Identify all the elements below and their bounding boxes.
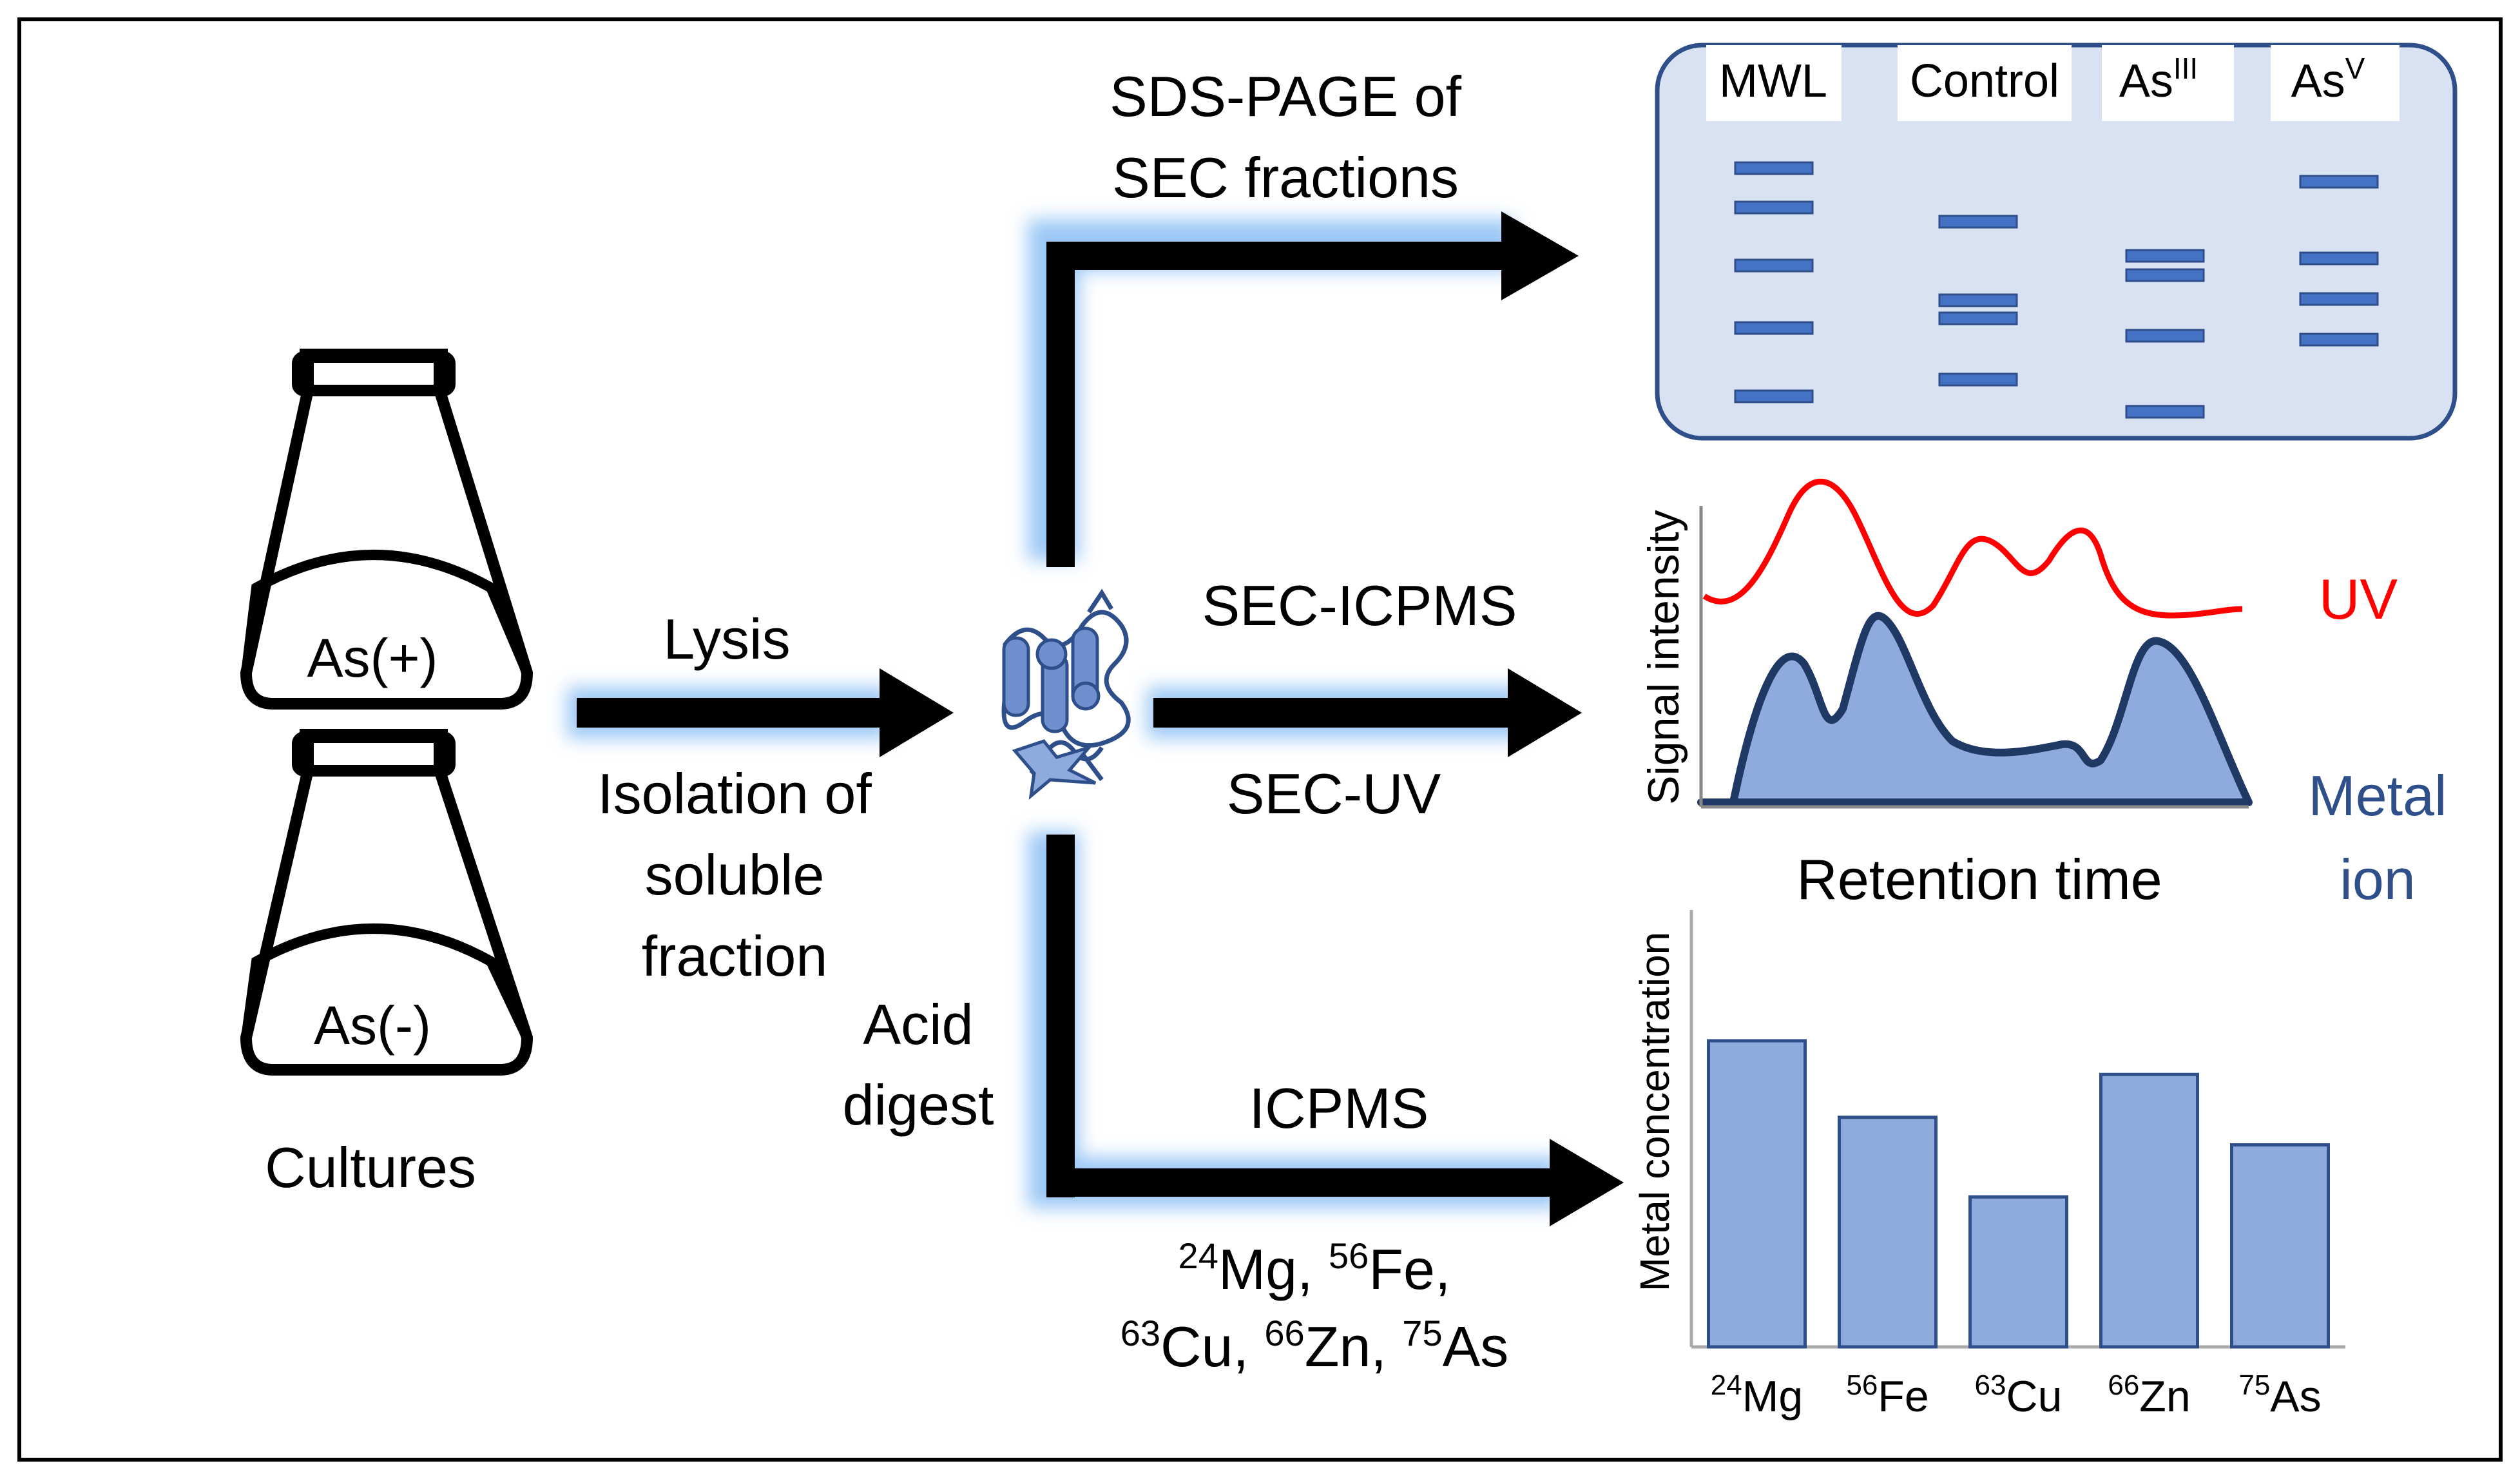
lysis-description-line-2: soluble — [645, 843, 825, 907]
gel-band — [2125, 268, 2205, 282]
arrow-icpms — [1046, 835, 1624, 1226]
gel-band — [2299, 333, 2379, 347]
uv-series-label: UV — [2319, 567, 2398, 631]
isotope-cu-symbol: Cu — [1160, 1315, 1233, 1378]
isotope-fe-symbol: Fe — [1369, 1237, 1435, 1301]
gel-band — [1734, 258, 1814, 273]
lysis-description-line-1: Isolation of — [597, 762, 872, 826]
gel-band — [2299, 251, 2379, 266]
bar-tick-label-cu: 63Cu — [1975, 1369, 2063, 1421]
sec-y-axis-label: Signal intensity — [1639, 510, 1688, 804]
gel-band — [2125, 329, 2205, 343]
gel-band — [1938, 293, 2018, 307]
bar-tick-label-mg: 24Mg — [1711, 1369, 1803, 1421]
lane-label-as-v-sup: V — [2345, 52, 2365, 85]
isotope-as-mass: 75 — [1402, 1313, 1442, 1353]
gel-bands — [1734, 161, 2379, 419]
gel-band — [1734, 161, 1814, 175]
lane-label-control: Control — [1910, 55, 2059, 107]
lane-label-as-v: AsV — [2291, 52, 2365, 107]
bar-fe — [1838, 1116, 1938, 1349]
sds-page-title-line-1: SDS-PAGE of — [1110, 64, 1462, 128]
bar-as — [2230, 1143, 2330, 1349]
sec-icpms-label: SEC-ICPMS — [1202, 574, 1517, 637]
flask-as-plus-label: As(+) — [307, 628, 438, 688]
isotope-line-2: 63Cu, 66Zn, 75As — [1121, 1313, 1509, 1378]
uv-trace — [1702, 478, 2243, 619]
bar-tick-label-fe: 56Fe — [1846, 1369, 1928, 1421]
gel-band — [2299, 175, 2379, 189]
cultures-caption: Cultures — [265, 1136, 476, 1199]
bar-tick-labels: 24Mg 56Fe 63Cu 66Zn 75As — [1711, 1369, 2322, 1421]
isotope-line-1: 24Mg, 56Fe, — [1178, 1235, 1451, 1301]
gel-band — [1938, 215, 2018, 229]
lane-label-as-iii: AsIII — [2119, 52, 2198, 107]
metal-series-label-line-2: ion — [2340, 847, 2415, 911]
arrow-lysis — [577, 668, 954, 757]
bar-mg — [1707, 1039, 1807, 1349]
gel-band — [1938, 372, 2018, 387]
gel-band — [1734, 200, 1814, 215]
flask-as-plus: As(+) — [240, 349, 533, 710]
lysis-description-line-3: fraction — [642, 924, 828, 988]
flask-as-plus-neck — [292, 351, 456, 396]
isotope-zn-symbol: Zn — [1305, 1315, 1371, 1378]
acid-digest-line-2: digest — [843, 1073, 994, 1137]
gel-band — [1734, 389, 1814, 403]
flask-as-minus: As(-) — [240, 729, 533, 1076]
sds-page-gel: MWL Control AsIII AsV — [1655, 43, 2457, 441]
metal-trace — [1697, 612, 2253, 806]
sds-page-title-line-2: SEC fractions — [1112, 146, 1459, 209]
lysis-description: Isolation of soluble fraction — [597, 762, 872, 988]
icpms-bar-chart: Metal concentration 24Mg 56Fe 63Cu 66Zn 75As — [1631, 910, 2345, 1421]
gel-band — [2125, 405, 2205, 419]
lane-label-as-iii-sup: III — [2173, 52, 2198, 85]
gel-band — [1938, 311, 2018, 325]
isotope-as-symbol: As — [1443, 1315, 1509, 1378]
acid-digest-line-1: Acid — [863, 992, 973, 1056]
bar-tick-label-zn: 66Zn — [2108, 1369, 2190, 1421]
isotope-cu-mass: 63 — [1121, 1313, 1160, 1353]
bar-cu — [1968, 1195, 2068, 1349]
bar-tick-label-as: 75As — [2238, 1369, 2321, 1421]
isotope-mg-symbol: Mg — [1218, 1237, 1297, 1301]
gel-band — [2299, 292, 2379, 306]
isotope-fe-mass: 56 — [1329, 1235, 1369, 1276]
lane-label-mwl: MWL — [1719, 55, 1827, 107]
arrow-sds-page — [1046, 211, 1579, 567]
metal-series-label-line-1: Metal — [2308, 764, 2447, 827]
bar-zn — [2099, 1072, 2199, 1349]
arrow-sec — [1153, 668, 1582, 757]
bar-y-axis-label: Metal concentration — [1631, 932, 1678, 1292]
isotope-mg-mass: 24 — [1178, 1235, 1218, 1276]
lysis-label: Lysis — [663, 607, 790, 671]
sec-x-axis-label: Retention time — [1796, 847, 2162, 911]
gel-band — [2125, 249, 2205, 263]
sec-uv-label: SEC-UV — [1227, 762, 1441, 826]
icpms-label: ICPMS — [1249, 1076, 1429, 1140]
bar-series — [1707, 1039, 2330, 1349]
protein-helices — [1002, 626, 1101, 800]
flask-as-minus-label: As(-) — [314, 995, 431, 1056]
sec-chromatogram: Signal intensity Retention time UV Metal… — [1639, 478, 2447, 911]
gel-band — [1734, 321, 1814, 335]
flask-as-minus-neck — [292, 731, 456, 777]
isotope-zn-mass: 66 — [1264, 1313, 1304, 1353]
